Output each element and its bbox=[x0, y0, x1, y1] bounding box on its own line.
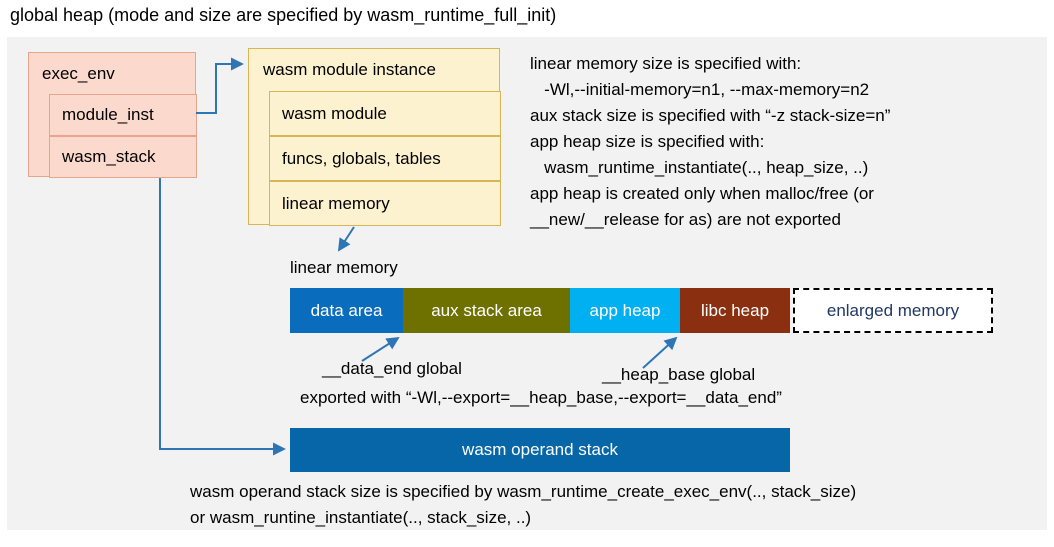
exec-env-box: exec_env module_inst wasm_stack bbox=[28, 52, 197, 178]
note-line: __new/__release for as) are not exported bbox=[530, 210, 841, 229]
wasm-module-instance-label: wasm module instance bbox=[263, 60, 436, 79]
segment-label: enlarged memory bbox=[826, 300, 960, 320]
linear-memory-title: linear memory bbox=[290, 258, 398, 277]
segment-label: data area bbox=[310, 300, 383, 320]
export-note: exported with “-Wl,--export=__heap_base,… bbox=[300, 388, 782, 407]
note-line: wasm_runtime_instantiate(.., heap_size, … bbox=[530, 158, 869, 177]
linear-memory-box-label: linear memory bbox=[282, 193, 390, 213]
note-line: wasm operand stack size is specified by … bbox=[190, 482, 857, 501]
note-line: -Wl,--initial-memory=n1, --max-memory=n2 bbox=[530, 80, 870, 99]
wasm-module-label: wasm module bbox=[282, 103, 387, 123]
funcs-globals-tables-box: funcs, globals, tables bbox=[269, 136, 501, 181]
wasm-operand-stack-label: wasm operand stack bbox=[462, 440, 618, 459]
module-inst-label: module_inst bbox=[62, 105, 154, 124]
diagram-title: global heap (mode and size are specified… bbox=[10, 5, 557, 25]
wasm-stack-box: wasm_stack bbox=[49, 136, 197, 178]
note-line: aux stack size is specified with “-z sta… bbox=[530, 106, 891, 125]
linear-memory-bar: data area aux stack area app heap libc h… bbox=[290, 288, 1000, 333]
data-end-global-label: __data_end global bbox=[322, 359, 462, 378]
segment-enlarged-memory: enlarged memory bbox=[793, 288, 993, 333]
wasm-stack-label: wasm_stack bbox=[62, 147, 156, 166]
operand-stack-notes: wasm operand stack size is specified by … bbox=[190, 479, 856, 531]
note-line: linear memory size is specified with: bbox=[530, 54, 802, 73]
exec-env-label: exec_env bbox=[42, 63, 115, 83]
wasm-module-box: wasm module bbox=[269, 91, 501, 136]
wasm-operand-stack-bar: wasm operand stack bbox=[290, 428, 790, 472]
segment-label: libc heap bbox=[700, 300, 770, 320]
funcs-globals-tables-label: funcs, globals, tables bbox=[282, 148, 441, 168]
wasm-module-instance-box: wasm module instance wasm module funcs, … bbox=[248, 48, 501, 226]
note-line: or wasm_runtine_instantiate(.., stack_si… bbox=[190, 508, 532, 527]
memory-size-notes: linear memory size is specified with: -W… bbox=[530, 51, 890, 233]
segment-app-heap: app heap bbox=[570, 288, 680, 333]
segment-label: app heap bbox=[589, 300, 661, 320]
module-inst-box: module_inst bbox=[49, 94, 197, 136]
heap-base-global-label: __heap_base global bbox=[602, 365, 756, 384]
note-line: app heap is created only when malloc/fre… bbox=[530, 184, 874, 203]
segment-libc-heap: libc heap bbox=[680, 288, 790, 333]
segment-data-area: data area bbox=[290, 288, 403, 333]
note-line: app heap size is specified with: bbox=[530, 132, 765, 151]
linear-memory-box: linear memory bbox=[269, 181, 501, 226]
segment-label: aux stack area bbox=[431, 300, 542, 320]
segment-aux-stack-area: aux stack area bbox=[403, 288, 570, 333]
